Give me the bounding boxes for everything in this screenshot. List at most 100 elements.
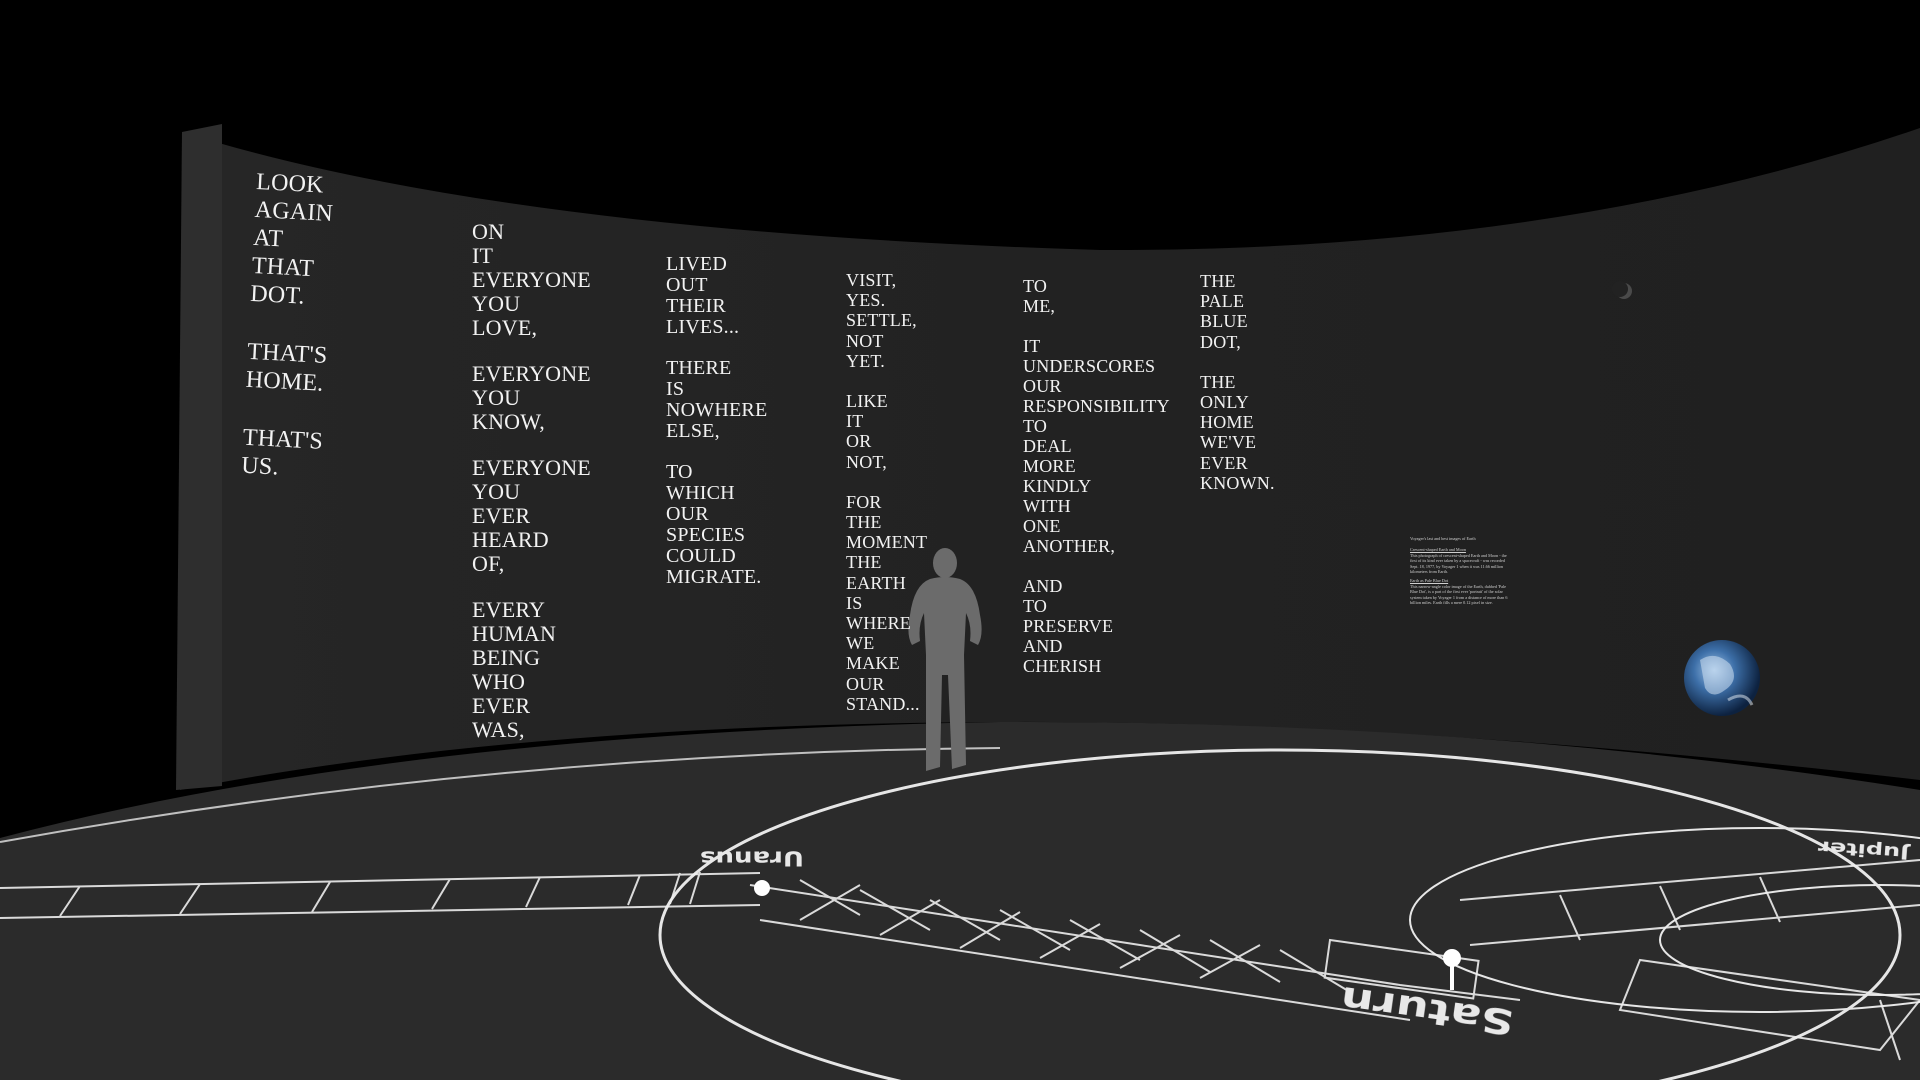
wall-text-line: TO [1023, 596, 1048, 616]
wall-text-line: ANOTHER, [1023, 536, 1116, 556]
stanza-break [666, 442, 767, 462]
stanza-break [1023, 556, 1170, 576]
wall-text-line: EARTH [846, 572, 906, 593]
moon-icon [1612, 281, 1632, 299]
caption-text-1: This photograph of crescent-shaped Earth… [1410, 552, 1507, 575]
wall-text-line: HOME [1200, 412, 1254, 433]
wall-text-line: TO [1023, 416, 1048, 436]
wall-text-line: OF, [472, 551, 505, 576]
wall-text-line: WAS, [472, 717, 525, 742]
wall-text-line: BLUE [1200, 311, 1248, 332]
wall-text-line: WITH [1023, 496, 1071, 516]
wall-text-line: EVERYONE [472, 455, 591, 480]
exhibit-caption: Voyager's last and best images of Earth … [1410, 536, 1514, 605]
floor-label-uranus: Uranus [700, 846, 804, 870]
wall-text-line: AT [252, 224, 284, 253]
wall-text-line: ON [472, 219, 505, 244]
stanza-break [846, 371, 927, 391]
wall-text-line: THEIR [666, 295, 726, 317]
person-silhouette-icon [908, 548, 982, 771]
wall-text-line: WE'VE [1200, 432, 1257, 453]
wall-text-line: WHERE [846, 613, 911, 634]
wall-text-line: YOU [472, 479, 521, 504]
wall-text-line: THE [1200, 371, 1236, 392]
wall-text-line: NOT, [846, 451, 887, 472]
wall-text-line: EVER [472, 693, 531, 718]
wall-text-line: EVERYONE [472, 361, 591, 386]
wall-text-line: OR [846, 431, 872, 452]
wall-text-line: DEAL [1023, 436, 1072, 456]
stanza-break [846, 472, 927, 492]
wall-text-line: OUR [1023, 376, 1062, 396]
wall-text-line: KINDLY [1023, 476, 1092, 496]
wall-text-line: MAKE [846, 653, 900, 674]
wall-text-line: YET. [846, 350, 885, 371]
stanza-break [472, 576, 591, 598]
caption-heading-1: Crescent-shaped Earth and Moon [1410, 547, 1466, 553]
wall-text-line: THE [846, 512, 882, 533]
wall-text-line: OUT [666, 274, 708, 296]
wall-text-line: HEARD [472, 527, 549, 552]
curved-wall [180, 128, 1920, 790]
wall-text-line: EVERY [472, 597, 546, 622]
wall-text-line: TO [1023, 276, 1048, 296]
stanza-break [1200, 352, 1275, 372]
wall-text-line: BEING [472, 645, 541, 670]
wall-text-line: ME, [1023, 296, 1056, 316]
wall-text-line: YOU [472, 385, 521, 410]
wall-text-line: WE [846, 633, 875, 654]
wall-edge [176, 124, 222, 790]
wall-text-line: TO [666, 461, 693, 483]
wall-text-line: US. [240, 452, 280, 481]
wall-text-line: EVER [472, 503, 531, 528]
caption-title: Voyager's last and best images of Earth [1410, 536, 1476, 541]
earth-globe-icon [1684, 640, 1760, 716]
wall-text-line: EVERYONE [472, 267, 591, 292]
wall-text-line: SPECIES [666, 524, 746, 546]
wall-text-line: IS [846, 592, 863, 613]
stanza-break [244, 394, 326, 428]
wall-text-line: YOU [472, 291, 521, 316]
wall-text-line: HOME. [245, 366, 325, 397]
floor-grid-track [0, 859, 1920, 1061]
wall-text-line: FOR [846, 491, 882, 512]
wall-text-line: LIVED [666, 253, 727, 275]
wall-text-line: EVER [1200, 452, 1248, 473]
wall-text-line: RESPONSIBILITY [1023, 396, 1170, 416]
wall-text-line: IT [846, 411, 864, 432]
wall-text-line: DOT, [1200, 331, 1241, 352]
wall-text-line: MIGRATE. [666, 566, 762, 588]
wall-text-line: YES. [846, 290, 886, 311]
wall-text-line: THAT [251, 252, 315, 283]
wall-text-line: IT [472, 243, 494, 268]
wall-text-line: AND [1023, 636, 1063, 656]
wall-text-line: CHERISH [1023, 656, 1102, 676]
stanza-break [472, 434, 591, 456]
wall-text-line: THE [846, 552, 882, 573]
wall-text-line: COULD [666, 545, 736, 567]
wall-text-line: MORE [1023, 456, 1076, 476]
wall-text-line: HUMAN [472, 621, 557, 646]
wall-text-line: LOVE, [472, 315, 538, 340]
wall-text-line: LIKE [846, 391, 888, 412]
wall-text-line: KNOWN. [1200, 472, 1275, 493]
wall-text-line: AGAIN [254, 196, 334, 228]
stanza-break [666, 338, 767, 358]
wall-text-line: WHICH [666, 482, 735, 504]
wall-text-line: IT [1023, 336, 1041, 356]
wall-text-line: IS [666, 378, 685, 400]
caption-heading-2: Earth as Pale Blue Dot [1410, 578, 1449, 584]
caption-text-2: This narrow-angle color image of the Ear… [1410, 583, 1508, 606]
wall-text-line: KNOW, [472, 409, 545, 434]
wall-text-line: ONLY [1200, 392, 1249, 413]
wall-text-line: MOMENT [846, 532, 928, 553]
orbit-lines [0, 747, 1920, 1080]
wall-text-line: UNDERSCORES [1023, 356, 1156, 376]
